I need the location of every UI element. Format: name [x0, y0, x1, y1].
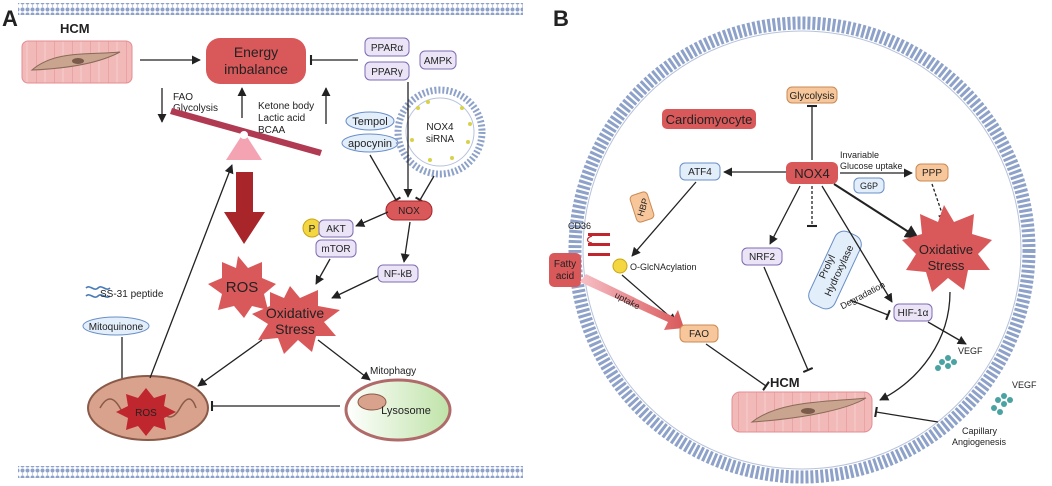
cell-membrane-inner [582, 30, 1022, 470]
nox4-b-label: NOX4 [794, 166, 829, 181]
mito-ros-label: ROS [135, 408, 157, 419]
mtor-box [315, 239, 357, 258]
vegf-icon-2 [991, 393, 1013, 415]
panel-a-label: A [2, 6, 18, 31]
prolyl-hydroxylase-box [808, 230, 862, 310]
mitoquinone-label: Mitoquinone [89, 322, 144, 333]
ppara-label: PPARα [371, 43, 403, 54]
uptake-label: uptake [613, 290, 642, 312]
glycolysis-a-label: Glycolysis [173, 103, 218, 114]
nrf2-box [741, 247, 783, 266]
nox-box [385, 200, 433, 221]
ppara-box [364, 37, 410, 57]
peptide-icon [85, 286, 111, 298]
angiogenesis-label: Angiogenesis [952, 437, 1007, 447]
panel-b: B Glycolysis Cardiomyocyte NOX4 ATF4 Inv… [549, 6, 1037, 484]
lysosome-label: Lysosome [381, 405, 431, 417]
hbp-box [629, 191, 655, 223]
hcm-tissue-a [21, 40, 133, 84]
glucose-uptake-label: Glucose uptake [840, 161, 903, 171]
hcm-label-a: HCM [60, 21, 90, 36]
stress-b-label: Stress [928, 258, 965, 273]
energy-label: Energy [234, 44, 278, 60]
glycolysis-b-box [786, 86, 838, 104]
apocynin-label: apocynin [348, 138, 392, 150]
fao-a-label: FAO [173, 92, 193, 103]
cardiomyocyte-box [662, 109, 756, 129]
nox4-a-label: NOX4 [426, 122, 454, 133]
bcaa-label: BCAA [258, 125, 286, 136]
imbalance-label: imbalance [224, 61, 288, 77]
nfkb-box [377, 264, 419, 283]
hcm-tissue-b [731, 391, 873, 433]
oxidative-b-label: Oxidative [919, 242, 973, 257]
vegf2-label: VEGF [1012, 380, 1037, 390]
p-label: P [309, 224, 316, 235]
fao-b-box [679, 324, 719, 343]
fatty-label: Fatty [554, 259, 576, 270]
sirna-label: siRNA [426, 134, 455, 145]
hcm-b-label: HCM [770, 375, 800, 390]
mitophagy-label: Mitophagy [370, 366, 416, 377]
nox-label: NOX [398, 206, 420, 217]
ampk-box [419, 50, 457, 70]
oxidative-a-label: Oxidative [266, 305, 325, 321]
mtor-label: mTOR [321, 244, 350, 255]
vegf-icon-1 [935, 355, 957, 371]
membrane-bottom-a [18, 466, 523, 478]
vegf1-label: VEGF [958, 346, 983, 356]
ppp-box [915, 163, 949, 182]
panel-a: A HCM Energy imbalance PPARα PPARγ AMPK … [2, 3, 523, 478]
ketone-label: Ketone body [258, 101, 314, 112]
cd36-transporter [586, 233, 610, 256]
uptake-arrow [580, 274, 684, 330]
nrf2-label: NRF2 [749, 252, 776, 263]
fatty-acid-box [549, 253, 581, 287]
ss31-label: SS-31 peptide [100, 289, 164, 300]
ampk-label: AMPK [424, 56, 453, 67]
fao-b-label: FAO [689, 329, 709, 340]
stress-a-label: Stress [275, 321, 315, 337]
atf4-label: ATF4 [688, 167, 712, 178]
cardiomyocyte-label: Cardiomyocyte [666, 112, 753, 127]
mitoquinone-box [82, 316, 150, 336]
cd36-label: CD36 [568, 221, 591, 231]
invariable-label: Invariable [840, 150, 879, 160]
lactic-label: Lactic acid [258, 113, 305, 124]
ros-label: ROS [226, 279, 259, 296]
glycolysis-b-label: Glycolysis [789, 91, 834, 102]
nox4-sirna-nanoparticle [394, 86, 486, 178]
tempol-box [345, 111, 395, 131]
hif-label: HIF-1α [898, 308, 929, 319]
capillary-label: Capillary [962, 426, 998, 436]
big-down-arrow [224, 172, 265, 244]
nox4-b-box [786, 162, 838, 184]
g6p-label: G6P [860, 181, 878, 191]
lysosome-a [344, 378, 452, 442]
membrane-top-a [18, 3, 523, 15]
nfkb-label: NF-kB [384, 269, 413, 280]
acid-label: acid [556, 271, 574, 282]
balance-seesaw [170, 108, 322, 160]
ros-burst [208, 256, 276, 318]
mito-ros-burst [116, 388, 176, 436]
pparg-label: PPARγ [371, 67, 403, 78]
degradation-label: Degradation [839, 279, 887, 311]
oxidative-stress-burst-a [252, 286, 340, 354]
akt-box [318, 219, 354, 238]
cell-membrane-outer [568, 16, 1036, 484]
akt-label: AKT [326, 224, 345, 235]
tempol-label: Tempol [352, 116, 387, 128]
hif-box [893, 303, 933, 322]
oglc-label: O-GlcNAcylation [630, 262, 697, 272]
panel-b-label: B [553, 6, 569, 31]
oxidative-stress-burst-b [902, 205, 992, 292]
oglc-dot [612, 258, 628, 274]
atf4-box [679, 162, 721, 181]
pparg-box [364, 61, 410, 81]
energy-imbalance-box [206, 38, 306, 84]
g6p-box [853, 177, 885, 194]
ppp-label: PPP [922, 168, 942, 179]
